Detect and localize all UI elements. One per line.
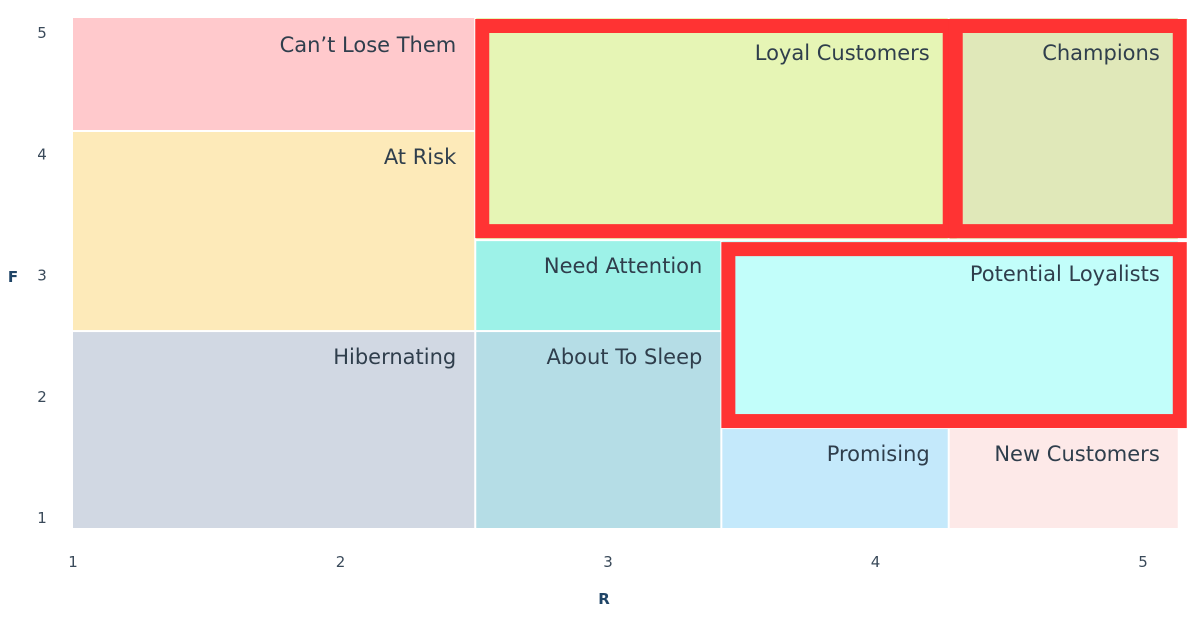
- x-tick-label: 2: [336, 553, 346, 571]
- segment-label-promising: Promising: [827, 442, 930, 466]
- highlight-potential-loyalists: [721, 242, 1187, 429]
- segment-label-new-customers: New Customers: [994, 442, 1159, 466]
- segment-about-to-sleep: [476, 332, 721, 528]
- y-axis-title: F: [8, 268, 18, 286]
- y-tick-label: 2: [37, 388, 47, 406]
- segment-can-t-lose-them: [73, 18, 475, 130]
- x-tick-label: 5: [1138, 553, 1148, 571]
- y-tick-label: 1: [37, 509, 47, 527]
- segment-hibernating: [73, 332, 475, 528]
- segment-need-attention: [476, 241, 721, 331]
- segment-label-champions: Champions: [1042, 41, 1160, 65]
- x-axis-ticks: 1 2 3 4 5: [68, 553, 1148, 571]
- segment-loyal-customers: [476, 18, 948, 240]
- segment-champions: [949, 18, 1178, 240]
- segment-label-hibernating: Hibernating: [333, 345, 456, 369]
- segment-potential-loyalists: [722, 241, 1178, 428]
- segment-at-risk: [73, 132, 475, 331]
- x-tick-label: 4: [871, 553, 881, 571]
- x-tick-label: 3: [603, 553, 613, 571]
- segment-label-about-to-sleep: About To Sleep: [546, 345, 702, 369]
- segment-label-loyal-customers: Loyal Customers: [755, 41, 930, 65]
- highlight-outlines: [475, 19, 1187, 429]
- highlight-champions: [948, 19, 1187, 239]
- y-tick-label: 4: [37, 145, 47, 163]
- segment-label-need-attention: Need Attention: [544, 254, 702, 278]
- y-axis-ticks: 1 2 3 4 5: [37, 24, 47, 527]
- segment-rectangles: [73, 18, 1178, 528]
- y-tick-label: 5: [37, 24, 47, 42]
- x-axis-title: R: [598, 590, 610, 608]
- segment-promising: [722, 429, 948, 528]
- y-tick-label: 3: [37, 267, 47, 285]
- x-tick-label: 1: [68, 553, 78, 571]
- segment-label-potential-loyalists: Potential Loyalists: [970, 262, 1160, 286]
- segment-label-at-risk: At Risk: [384, 145, 457, 169]
- segment-new-customers: [949, 429, 1178, 528]
- segment-label-can-t-lose-them: Can’t Lose Them: [280, 33, 457, 57]
